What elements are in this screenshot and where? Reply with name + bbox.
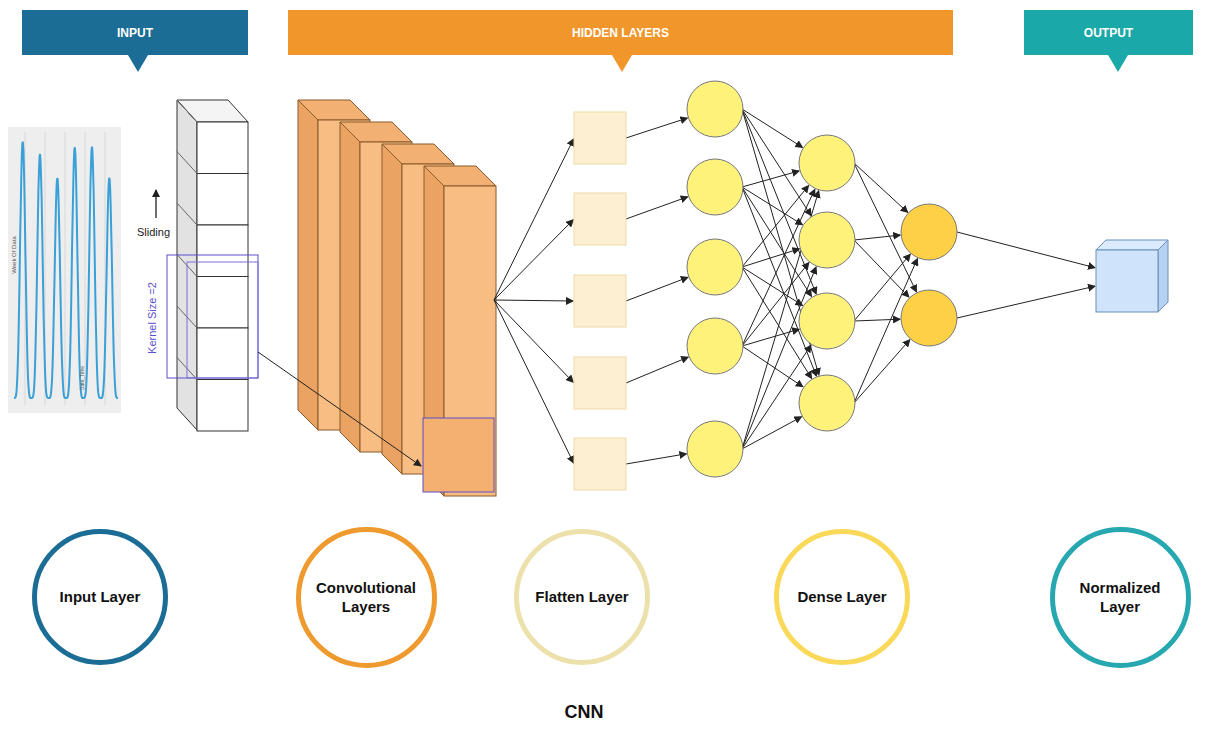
input-cell — [197, 380, 248, 432]
connection-arrow — [854, 235, 900, 240]
connection-arrow — [742, 417, 802, 449]
connection-arrow — [854, 340, 910, 403]
layer-circle: Normalized Layer — [1050, 527, 1191, 668]
layer-circle: Flatten Layer — [514, 529, 650, 665]
cell-edge — [177, 152, 197, 174]
annotation-label: Week Of Data — [11, 236, 17, 274]
input-cells — [177, 100, 248, 431]
input-cell — [197, 122, 248, 174]
annotation-label: Date_Time — [79, 366, 85, 390]
section-banner: HIDDEN LAYERS — [288, 10, 953, 55]
dense-neuron — [901, 290, 957, 346]
connection-arrow — [854, 319, 900, 321]
connection-arrow — [742, 187, 816, 376]
sliding-arrow — [155, 190, 156, 218]
connection-arrow — [742, 249, 799, 267]
banner-pointer — [1108, 55, 1128, 72]
dense-neuron — [687, 81, 743, 137]
connection-arrow — [957, 232, 1095, 268]
dense-neuron — [799, 135, 855, 191]
slab-side — [298, 100, 318, 430]
conv-slabs — [298, 100, 496, 496]
diagram-caption: CNN — [565, 702, 604, 723]
dense-neuron — [799, 375, 855, 431]
chart-thumbnail — [8, 127, 121, 413]
section-banner: INPUT — [22, 10, 248, 55]
flatten-unit — [574, 193, 626, 245]
dense-neuron — [799, 212, 855, 268]
connection-arrow — [494, 220, 573, 300]
connection-arrow — [626, 454, 686, 464]
layer-circle: Input Layer — [32, 529, 168, 665]
connection-arrow — [742, 267, 803, 305]
flatten-unit — [574, 438, 626, 490]
input-cell — [197, 328, 248, 380]
connection-arrow — [742, 171, 799, 187]
dense-neuron — [687, 318, 743, 374]
cell-top — [177, 100, 248, 122]
banner-pointer — [128, 55, 148, 72]
connection-arrow — [494, 300, 573, 301]
layer-circle: Dense Layer — [774, 529, 910, 665]
layer-circle: Convolutional Layers — [296, 527, 437, 668]
output-cube — [1158, 240, 1168, 312]
connection-arrow — [742, 186, 809, 268]
connection-arrow — [742, 329, 799, 346]
connection-arrow — [742, 187, 802, 225]
feature-cell — [423, 418, 494, 492]
flatten-unit — [574, 357, 626, 409]
connection-arrow — [626, 357, 688, 383]
flatten-unit — [574, 112, 626, 164]
connection-arrow — [742, 263, 809, 346]
input-cell — [197, 174, 248, 226]
connection-arrow — [742, 346, 803, 387]
input-cell — [197, 277, 248, 329]
connection-arrow — [854, 163, 908, 212]
connection-arrow — [626, 197, 688, 219]
connection-arrow — [626, 118, 687, 138]
input-cell — [197, 225, 248, 277]
annotation-label: Sliding — [137, 226, 170, 238]
kernel-window — [187, 262, 258, 378]
grid-line — [65, 132, 66, 405]
kernel-mapping-line — [258, 352, 421, 466]
slab-side — [340, 122, 360, 452]
dense-neuron — [687, 159, 743, 215]
annotation-label: Kernel Size =2 — [146, 282, 158, 354]
dense-neuron — [799, 293, 855, 349]
network-drawing — [494, 81, 1095, 490]
section-banner: OUTPUT — [1024, 10, 1193, 55]
dense-neuron — [687, 239, 743, 295]
connection-arrow — [626, 277, 688, 301]
connection-arrow — [494, 300, 573, 382]
flatten-unit — [574, 275, 626, 327]
output-cube — [1096, 240, 1168, 250]
kernel-window — [167, 255, 258, 378]
connection-arrow — [742, 267, 816, 449]
banner-pointer — [612, 55, 632, 72]
dense-neuron — [687, 421, 743, 477]
time-series-line — [14, 142, 118, 398]
slab-side — [382, 144, 402, 474]
dense-neuron — [901, 204, 957, 260]
grid-line — [85, 132, 86, 405]
connection-arrow — [494, 300, 574, 463]
cell-edge — [177, 100, 197, 122]
cell-edge — [177, 203, 197, 225]
connection-arrow — [957, 286, 1095, 318]
connection-arrow — [494, 139, 574, 300]
output-cube — [1096, 250, 1158, 312]
